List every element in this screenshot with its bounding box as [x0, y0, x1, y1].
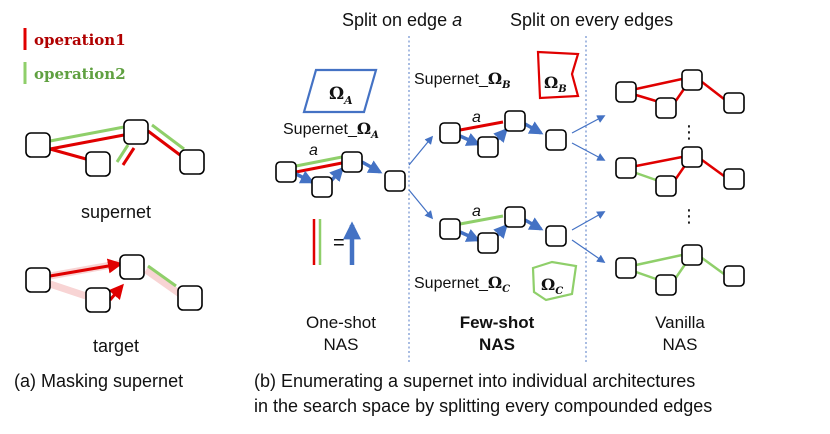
node: [723, 265, 745, 287]
header-split-on-every-edges: Split on every edges: [510, 10, 673, 30]
fewshot-column: Supernet_ΩB ΩB a a Supernet_ΩC ΩC Few-sh…: [414, 50, 580, 354]
oneshot-label-line2: NAS: [324, 335, 359, 354]
node: [85, 287, 111, 313]
vdots-2: ⋮: [680, 206, 698, 226]
vdots-1: ⋮: [680, 122, 698, 142]
node: [341, 151, 363, 173]
node: [384, 170, 406, 192]
split-arrow-lower: [408, 189, 434, 220]
split-arrow-b-down: [571, 142, 606, 161]
supernet-omega-b-label: Supernet_ΩB: [414, 69, 511, 91]
panel-b-caption-line1: (b) Enumerating a supernet into individu…: [254, 371, 695, 391]
node: [681, 244, 703, 266]
omega-b-shape: [536, 50, 580, 100]
fewshot-label-line2: NAS: [479, 335, 515, 354]
omega-a-parallelogram: [302, 68, 378, 114]
node: [615, 157, 637, 179]
node: [615, 81, 637, 103]
omega-a-label: ΩA: [329, 84, 353, 107]
node: [504, 110, 526, 132]
panel-b-caption-line2: in the search space by splitting every c…: [254, 396, 712, 416]
node: [179, 149, 205, 175]
node: [681, 146, 703, 168]
node: [439, 218, 461, 240]
split-arrow-upper: [408, 135, 434, 166]
node: [25, 132, 51, 158]
edge-a-label-upper: a: [472, 109, 481, 126]
header-split-on-edge-a: Split on edge a: [342, 10, 462, 30]
panel-a-supernet: supernet: [25, 119, 205, 222]
node: [615, 257, 637, 279]
supernet-omega-c-label: Supernet_ΩC: [414, 273, 510, 295]
vanilla-label-line1: Vanilla: [655, 313, 705, 332]
supernet-omega-a-label: Supernet_ΩA: [283, 119, 379, 141]
panel-a-target-label: target: [93, 336, 139, 356]
legend: operation1 operation2: [23, 28, 126, 84]
node: [504, 206, 526, 228]
split-arrow-c-up: [571, 211, 606, 231]
split-arrow-c-down: [571, 239, 606, 263]
panel-a-target: target: [25, 254, 203, 356]
node: [177, 285, 203, 311]
vanilla-label-line2: NAS: [663, 335, 698, 354]
fewshot-label-line1: Few-shot: [460, 313, 535, 332]
node: [123, 119, 149, 145]
node: [477, 232, 499, 254]
split-arrow-b-up: [571, 115, 606, 134]
legend-op1-label: operation1: [34, 31, 126, 49]
node: [477, 136, 499, 158]
node: [85, 151, 111, 177]
edge-a-label: a: [309, 142, 318, 159]
omega-c-label: ΩC: [541, 275, 563, 297]
node: [655, 175, 677, 197]
node: [25, 267, 51, 293]
node: [545, 225, 567, 247]
node: [723, 168, 745, 190]
oneshot-label-line1: One-shot: [306, 313, 376, 332]
node: [439, 122, 461, 144]
node: [681, 69, 703, 91]
node: [655, 97, 677, 119]
node: [655, 274, 677, 296]
node: [311, 176, 333, 198]
panel-a-supernet-label: supernet: [81, 202, 151, 222]
vanilla-column: ⋮ ⋮ Vanilla NAS: [615, 69, 745, 354]
omega-b-label: ΩB: [544, 73, 567, 95]
equals-sign: =: [333, 232, 345, 254]
node: [119, 254, 145, 280]
node: [723, 92, 745, 114]
edge-a-label-lower: a: [472, 203, 481, 220]
oneshot-column: ΩA Supernet_ΩA a = One-shot NAS: [275, 68, 406, 354]
node: [545, 129, 567, 151]
node: [275, 161, 297, 183]
panel-a-caption: (a) Masking supernet: [14, 371, 183, 391]
legend-op2-label: operation2: [34, 65, 126, 83]
omega-c-shape: [531, 260, 578, 302]
